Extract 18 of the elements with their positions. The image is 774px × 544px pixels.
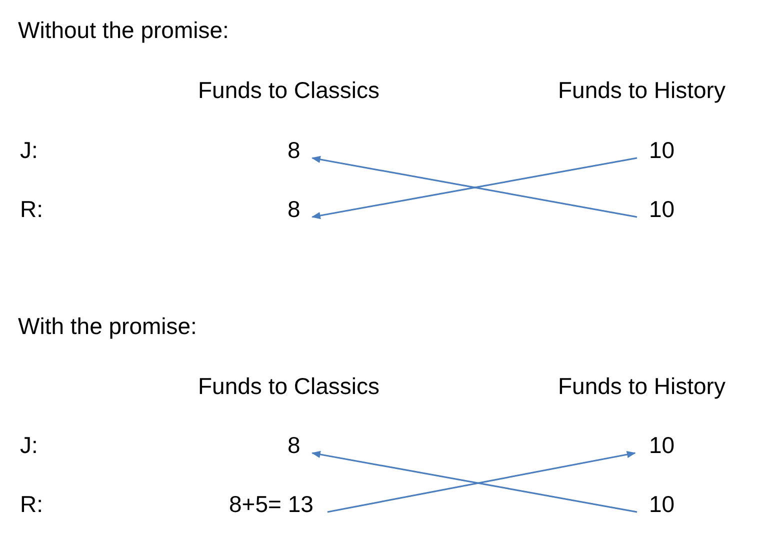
column-heading: Funds to Classics (198, 76, 380, 104)
row-label: R: (20, 490, 43, 518)
value-text: 8 (288, 136, 300, 164)
section-heading: With the promise: (18, 312, 197, 340)
row-label: R: (20, 195, 43, 223)
section-heading: Without the promise: (18, 16, 229, 44)
value-text: 8 (288, 431, 300, 459)
value-text: 10 (649, 490, 675, 518)
column-heading: Funds to Classics (198, 372, 380, 400)
value-text: 10 (649, 431, 675, 459)
value-text: 10 (649, 136, 675, 164)
column-heading: Funds to History (558, 372, 726, 400)
value-text: 8+5= 13 (229, 490, 314, 518)
row-label: J: (20, 136, 38, 164)
value-text: 8 (288, 195, 300, 223)
value-text: 10 (649, 195, 675, 223)
column-heading: Funds to History (558, 76, 726, 104)
row-label: J: (20, 431, 38, 459)
